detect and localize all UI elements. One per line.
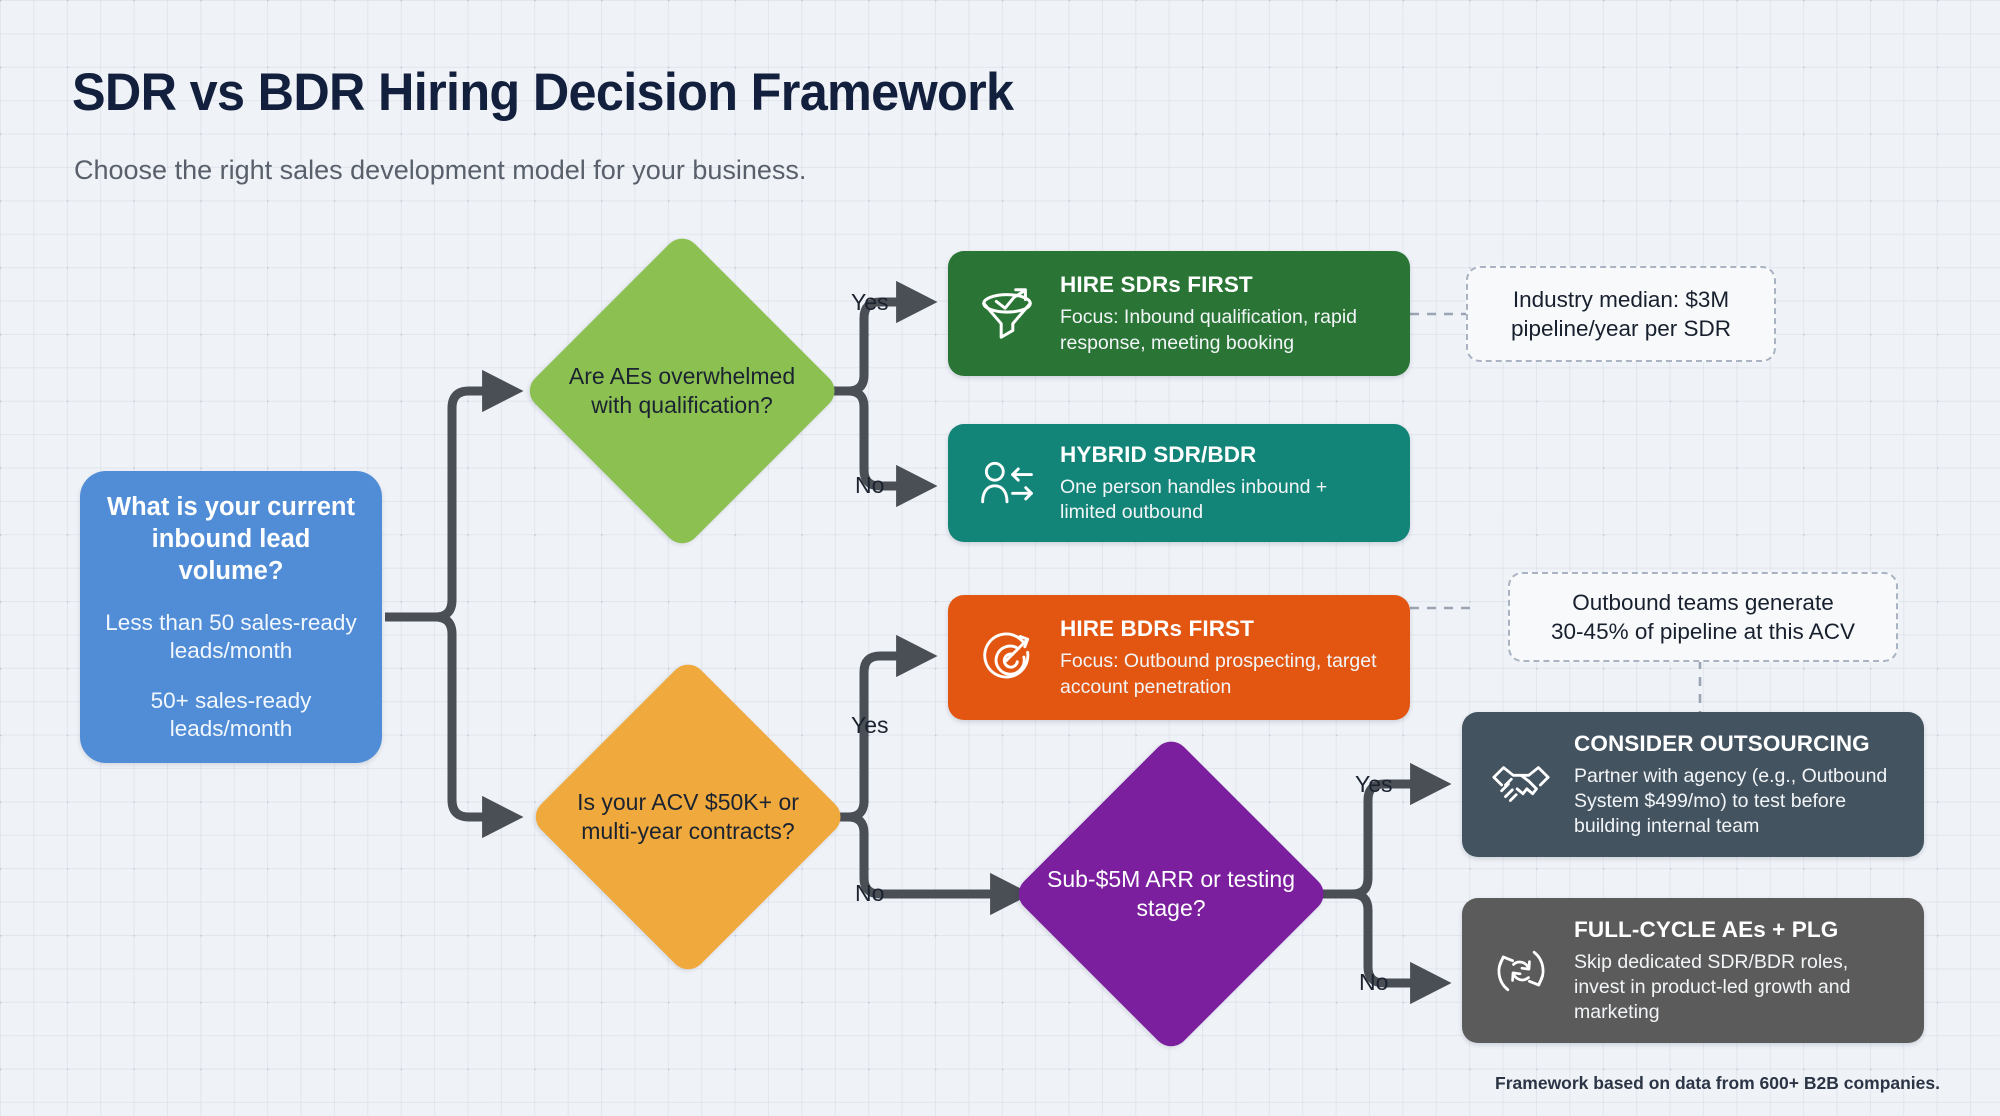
outcome-full-cycle[interactable]: FULL-CYCLE AEs + PLG Skip dedicated SDR/… (1462, 898, 1924, 1043)
edge-label-purple-no: No (1359, 969, 1389, 995)
outcome-full-cycle-title: FULL-CYCLE AEs + PLG (1574, 916, 1839, 942)
page-title: SDR vs BDR Hiring Decision Framework (72, 63, 1014, 122)
callout-outbound-pipeline-stat: Outbound teams generate 30-45% of pipeli… (1508, 572, 1898, 662)
start-node-title: What is your current inbound lead volume… (107, 492, 355, 585)
wire-purple-no (1351, 889, 1452, 1005)
decision-acv-threshold-label: Is your ACV $50K+ or multi-year contract… (577, 789, 799, 844)
edge-label-orange-no: No (855, 880, 885, 906)
decision-arr-stage[interactable]: Sub-$5M ARR or testing stage? (1010, 733, 1332, 1055)
start-node[interactable]: What is your current inbound lead volume… (80, 471, 382, 763)
callout-outbound-line1: Outbound teams generate (1572, 589, 1834, 615)
outcome-hybrid[interactable]: HYBRID SDR/BDR One person handles inboun… (948, 424, 1410, 542)
edge-label-orange-yes: Yes (851, 712, 889, 738)
start-node-option-1: Less than 50 sales-ready leads/month (105, 609, 357, 664)
wire-orange-no (847, 812, 1032, 916)
outcome-outsourcing[interactable]: CONSIDER OUTSOURCING Partner with agency… (1462, 712, 1924, 857)
outcome-outsourcing-desc: Partner with agency (e.g., Outbound Syst… (1574, 764, 1888, 838)
wire-start-to-green (434, 369, 524, 622)
wire-start-to-orange (434, 612, 524, 839)
footnote: Framework based on data from 600+ B2B co… (1495, 1073, 1940, 1093)
outcome-hybrid-title: HYBRID SDR/BDR (1060, 441, 1257, 467)
outcome-full-cycle-desc: Skip dedicated SDR/BDR roles, invest in … (1574, 950, 1851, 1024)
callout-sdr-line2: pipeline/year per SDR (1510, 316, 1732, 341)
wire-green-no (847, 386, 938, 508)
callout-sdr-line1: Industry median: $3M (1512, 286, 1730, 312)
outcome-hybrid-desc: One person handles inbound + limited out… (1060, 475, 1328, 523)
decision-arr-stage-label: Sub-$5M ARR or testing stage? (1046, 866, 1295, 921)
decision-ae-overwhelmed[interactable]: Are AEs overwhelmed with qualification? (521, 230, 843, 552)
outcome-hire-bdrs-desc: Focus: Outbound prospecting, target acco… (1060, 650, 1377, 698)
edge-label-purple-yes: Yes (1355, 771, 1393, 797)
edge-label-green-no: No (855, 472, 885, 498)
handshake-icon (1484, 748, 1558, 822)
funnel-growth-icon (970, 277, 1044, 351)
outcome-hire-sdrs-title: HIRE SDRs FIRST (1060, 272, 1253, 298)
outcome-outsourcing-title: CONSIDER OUTSOURCING (1574, 730, 1870, 756)
callout-sdr-pipeline-stat: Industry median: $3M pipeline/year per S… (1466, 266, 1776, 362)
page-subtitle: Choose the right sales development model… (74, 155, 807, 185)
outcome-hire-bdrs-title: HIRE BDRs FIRST (1060, 616, 1255, 642)
target-dart-icon (970, 621, 1044, 695)
outcome-hire-bdrs[interactable]: HIRE BDRs FIRST Focus: Outbound prospect… (948, 595, 1410, 720)
refresh-cycle-icon (1484, 934, 1558, 1008)
start-node-option-2: 50+ sales-ready leads/month (150, 688, 312, 742)
callout-outbound-line2: 30-45% of pipeline at this ACV (1551, 619, 1855, 644)
decision-acv-threshold[interactable]: Is your ACV $50K+ or multi-year contract… (527, 656, 849, 978)
outcome-hire-sdrs-desc: Focus: Inbound qualification, rapid resp… (1060, 306, 1358, 354)
wire-purple-yes (1351, 762, 1452, 899)
decision-ae-overwhelmed-label: Are AEs overwhelmed with qualification? (568, 363, 796, 418)
outcome-hire-sdrs[interactable]: HIRE SDRs FIRST Focus: Inbound qualifica… (948, 251, 1410, 376)
edge-label-green-yes: Yes (851, 289, 889, 315)
person-two-way-arrows-icon (970, 446, 1044, 520)
